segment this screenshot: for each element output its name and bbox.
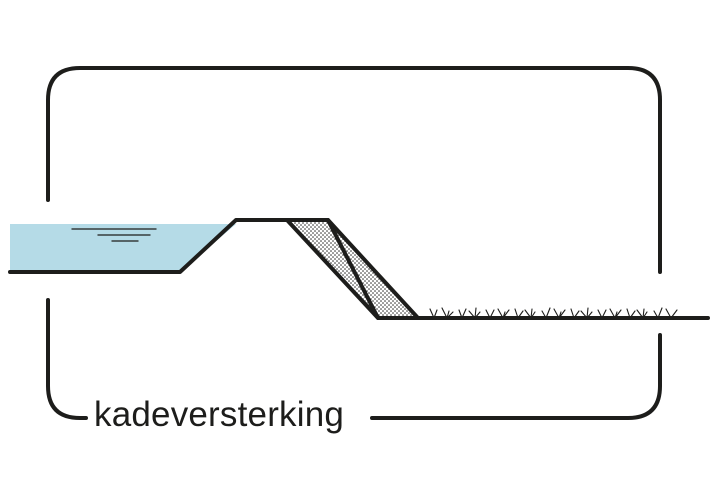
quay-embankment (8, 218, 710, 320)
water-wave-lines (71, 228, 157, 242)
frame-border (46, 66, 662, 420)
water-body (10, 224, 236, 272)
diagram-caption: kadeversterking (88, 393, 351, 437)
